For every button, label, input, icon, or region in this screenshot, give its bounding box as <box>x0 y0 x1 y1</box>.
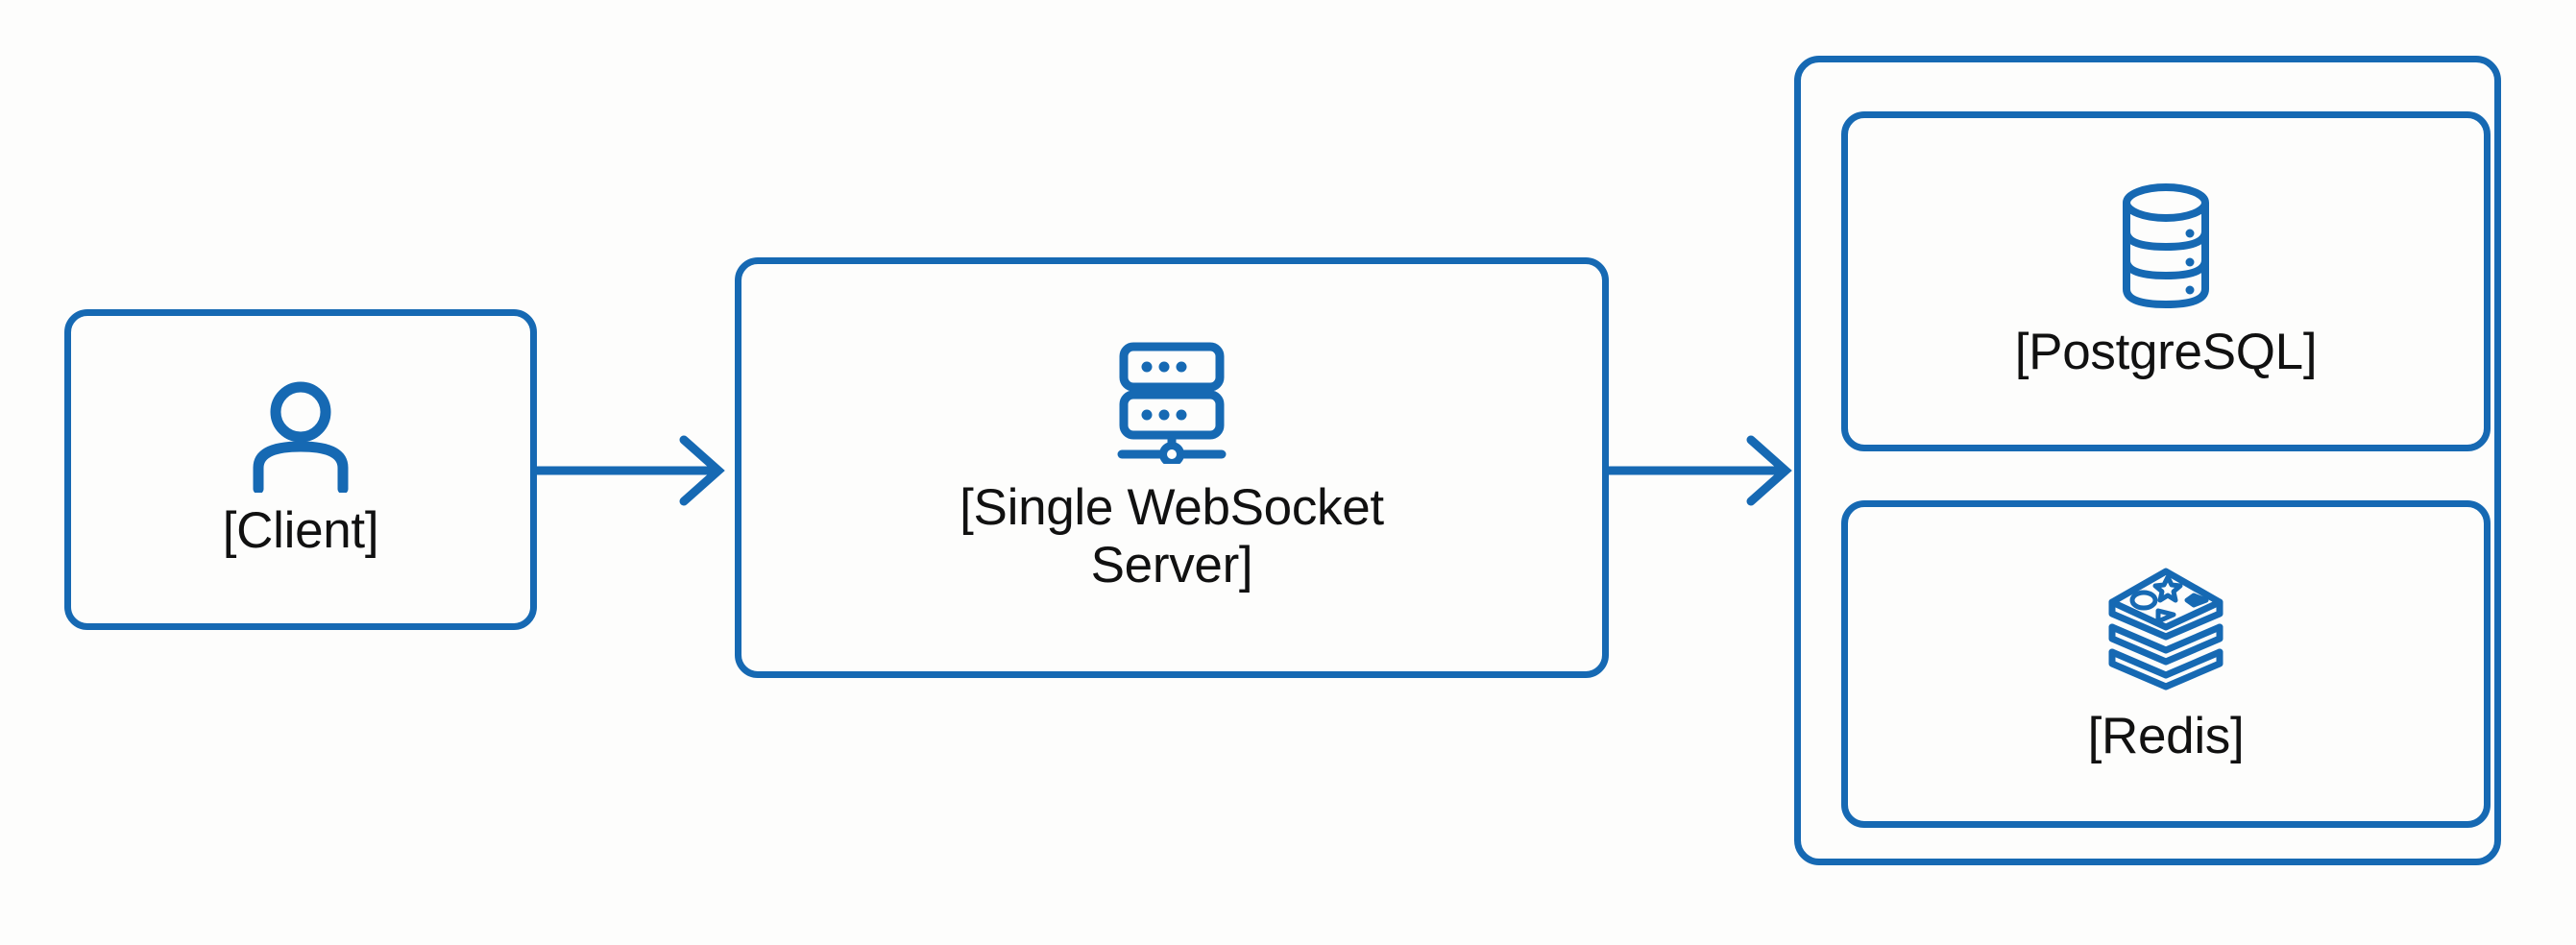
node-postgresql[interactable]: [PostgreSQL] <box>1841 111 2491 451</box>
node-client[interactable]: [Client] <box>64 309 537 630</box>
redis-stack-icon <box>2104 564 2227 692</box>
group-datastores: [PostgreSQL] <box>1794 56 2501 865</box>
database-cylinder-icon <box>2115 182 2217 310</box>
user-icon <box>251 379 351 495</box>
node-redis[interactable]: [Redis] <box>1841 500 2491 828</box>
connector-client-to-server <box>530 426 734 515</box>
connector-server-to-datastore <box>1603 426 1801 515</box>
node-label-redis: [Redis] <box>2087 707 2245 764</box>
node-label-client: [Client] <box>222 502 379 560</box>
node-label-websocket-server: [Single WebSocket Server] <box>960 479 1384 594</box>
server-rack-icon <box>1108 341 1235 468</box>
node-label-postgresql: [PostgreSQL] <box>2014 324 2318 381</box>
node-websocket-server[interactable]: [Single WebSocket Server] <box>735 257 1609 678</box>
